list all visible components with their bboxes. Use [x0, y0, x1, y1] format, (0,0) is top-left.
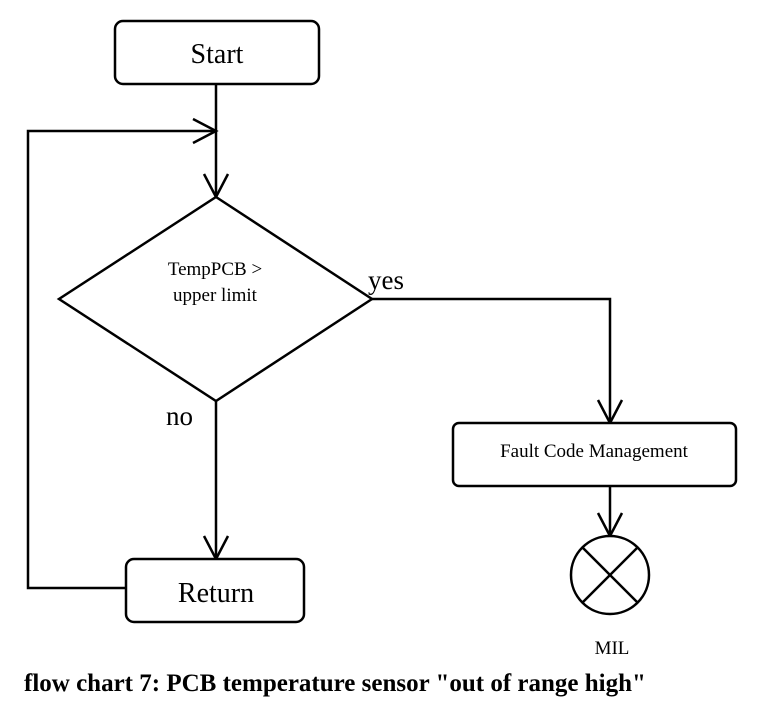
no-label: no	[166, 401, 193, 431]
edge-return-loop	[26, 129, 216, 590]
start-node	[113, 19, 321, 86]
fault-code-management-label: Fault Code Management	[500, 441, 689, 462]
yes-label: yes	[368, 265, 404, 295]
figure-caption: flow chart 7: PCB temperature sensor "ou…	[24, 670, 646, 697]
mil-lamp-icon	[569, 534, 651, 616]
decision-label-line1: TempPCB >	[168, 259, 262, 280]
return-label: Return	[178, 578, 254, 609]
return-node	[124, 557, 306, 624]
edge-decision-yes-to-fault	[372, 297, 612, 423]
start-label: Start	[191, 39, 244, 70]
fault-code-management-node	[451, 421, 738, 488]
mil-label: MIL	[595, 638, 630, 659]
decision-node	[56, 195, 375, 403]
decision-label-line2: upper limit	[173, 285, 258, 306]
arrowhead-loop-in	[192, 117, 219, 145]
